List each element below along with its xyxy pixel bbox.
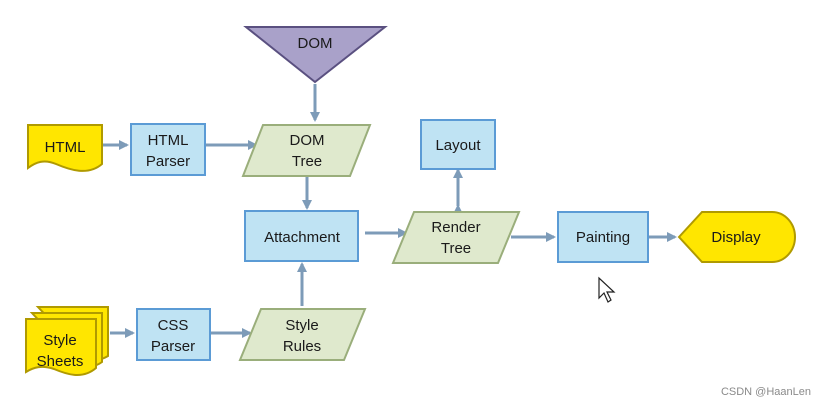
dom-tree-node: DOM Tree	[241, 124, 372, 177]
html-parser-node: HTML Parser	[130, 123, 206, 176]
dom-tree-label-line2: Tree	[292, 153, 322, 170]
layout-label: Layout	[435, 137, 481, 154]
watermark: CSDN @HaanLen	[720, 386, 811, 398]
display-node: Display	[677, 211, 796, 263]
style-rules-label-line1: Style	[285, 317, 318, 334]
css-parser-label-line2: Parser	[151, 338, 195, 355]
dom-node: DOM	[243, 26, 388, 84]
style-sheets-label-line2: Sheets	[37, 353, 84, 370]
attachment-node: Attachment	[244, 210, 359, 262]
html-document-label: HTML	[45, 139, 86, 156]
display-label: Display	[711, 229, 761, 246]
painting-node: Painting	[557, 211, 649, 263]
render-tree-label-line1: Render	[431, 219, 480, 236]
painting-label: Painting	[576, 229, 630, 246]
style-rules-node: Style Rules	[238, 308, 367, 361]
css-parser-node: CSS Parser	[136, 308, 211, 361]
render-tree-node: Render Tree	[391, 211, 521, 264]
attachment-label: Attachment	[264, 229, 341, 246]
dom-tree-label-line1: DOM	[290, 132, 325, 149]
style-rules-label-line2: Rules	[283, 338, 321, 355]
html-document-node: HTML	[27, 124, 103, 172]
mouse-cursor-icon	[598, 276, 616, 303]
html-parser-label-line2: Parser	[146, 153, 190, 170]
css-parser-label-line1: CSS	[158, 317, 189, 334]
connectors	[103, 84, 677, 338]
layout-node: Layout	[420, 119, 496, 170]
dom-node-label: DOM	[298, 35, 333, 52]
render-tree-label-line2: Tree	[441, 240, 471, 257]
style-sheets-node: Style Sheets	[25, 306, 109, 376]
html-parser-label-line1: HTML	[148, 132, 189, 149]
style-sheets-label-line1: Style	[43, 332, 76, 349]
